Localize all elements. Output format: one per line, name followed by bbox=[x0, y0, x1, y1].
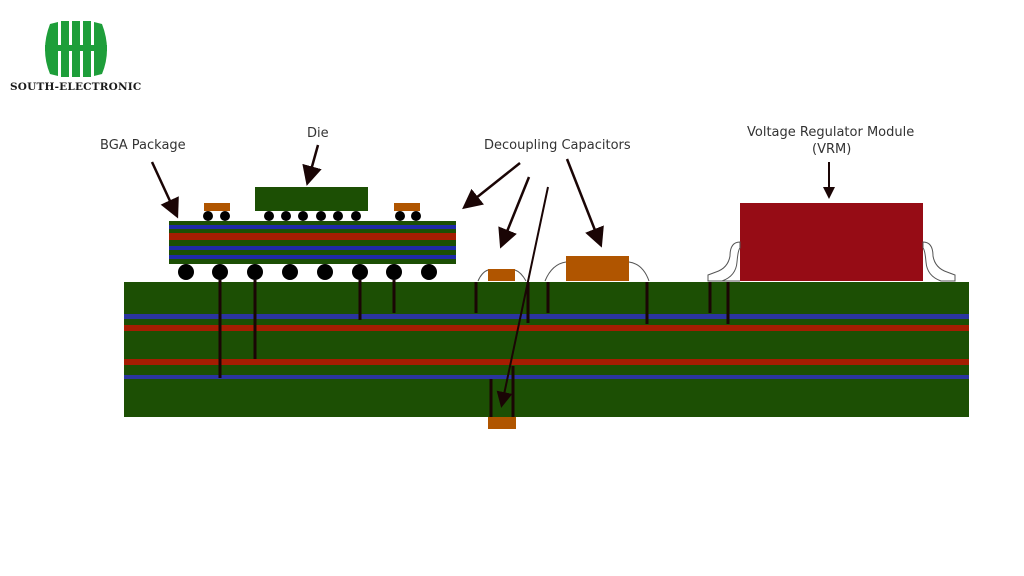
bga-layer-blue bbox=[169, 246, 456, 250]
label-decoupling-capacitors: Decoupling Capacitors bbox=[484, 138, 631, 153]
solder-ball bbox=[212, 264, 228, 280]
brand-name: SOUTH-ELECTRONIC bbox=[10, 81, 142, 93]
annotation-arrows bbox=[150, 144, 835, 408]
bga-solder-balls bbox=[178, 264, 437, 280]
package-capacitor-left bbox=[204, 203, 230, 211]
solder-ball bbox=[247, 264, 263, 280]
solder-ball bbox=[282, 264, 298, 280]
vrm-lead-left bbox=[707, 241, 741, 282]
arrow-decap-bottom bbox=[496, 186, 549, 408]
pcb-power-plane-bottom bbox=[124, 375, 969, 379]
bga-layer-red bbox=[169, 233, 456, 240]
bga-layer-blue bbox=[169, 225, 456, 229]
solder-ball bbox=[352, 264, 368, 280]
label-vrm-line1: Voltage Regulator Module bbox=[747, 125, 914, 140]
pcb-vias bbox=[218, 280, 730, 417]
brand-logo: SOUTH-ELECTRONIC bbox=[0, 0, 142, 100]
arrow-decap-small bbox=[498, 176, 531, 249]
die bbox=[255, 187, 368, 211]
arrow-die bbox=[302, 144, 322, 186]
board-decoupling-capacitors bbox=[477, 256, 650, 282]
large-decoupling-capacitor bbox=[566, 256, 629, 281]
solder-ball bbox=[421, 264, 437, 280]
arrow-bga-package bbox=[150, 161, 179, 219]
label-vrm-line2: (VRM) bbox=[812, 142, 851, 157]
label-bga-package: BGA Package bbox=[100, 138, 186, 153]
vrm-lead-right bbox=[922, 241, 956, 282]
package-capacitor-right bbox=[394, 203, 420, 211]
arrow-decap-package bbox=[462, 162, 521, 210]
pcb-ground-plane-top bbox=[124, 325, 969, 331]
solder-ball bbox=[317, 264, 333, 280]
pcb-ground-plane-bottom bbox=[124, 359, 969, 365]
voltage-regulator-module bbox=[707, 203, 956, 282]
bottom-decoupling-capacitor bbox=[488, 417, 516, 429]
pcb-power-plane-top bbox=[124, 314, 969, 319]
south-electronic-logo-icon bbox=[45, 21, 107, 77]
arrow-decap-large bbox=[565, 158, 604, 248]
vrm-body bbox=[740, 203, 923, 281]
bga-layer-blue bbox=[169, 255, 456, 259]
solder-ball bbox=[386, 264, 402, 280]
label-die: Die bbox=[307, 126, 329, 141]
die-bumps bbox=[203, 211, 421, 221]
bga-package bbox=[169, 187, 456, 280]
small-decoupling-capacitor bbox=[488, 269, 515, 281]
solder-ball bbox=[178, 264, 194, 280]
